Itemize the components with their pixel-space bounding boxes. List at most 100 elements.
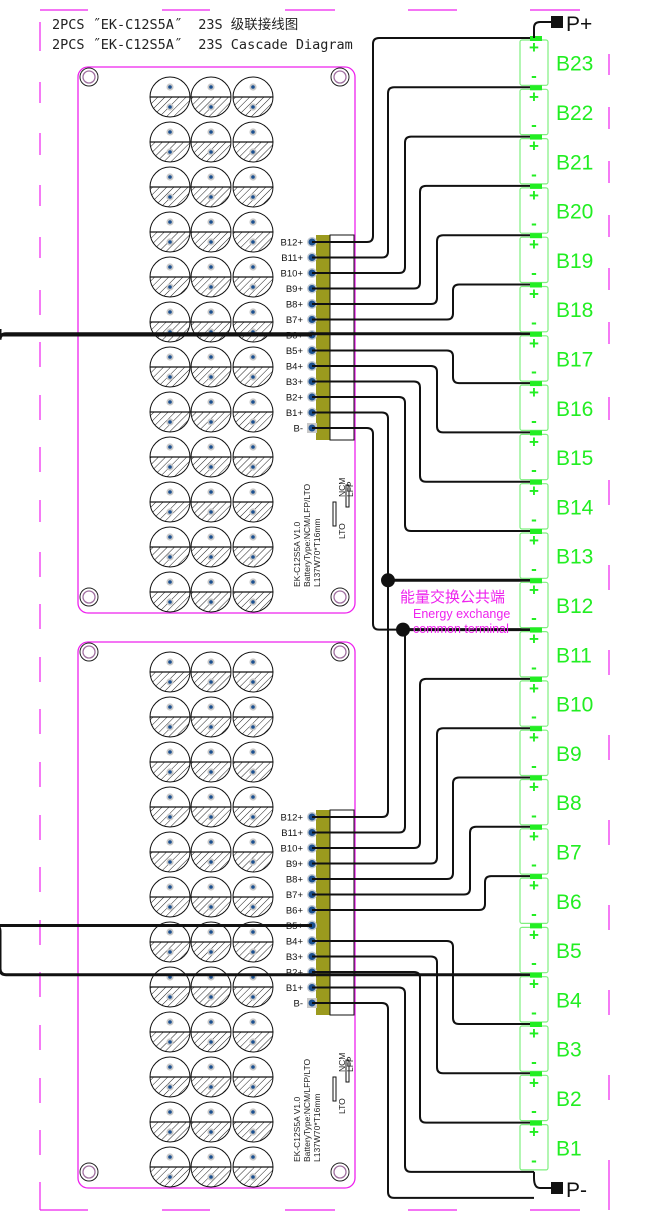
plus-sign: + <box>529 679 539 698</box>
minus-sign: - <box>531 904 537 923</box>
pin-label: B2+ <box>286 393 304 404</box>
cell-holder-icon <box>190 1146 232 1188</box>
pin-label: B12+ <box>281 238 304 249</box>
terminal-negative: P- <box>533 1171 587 1202</box>
wire <box>312 628 534 834</box>
cell-holder-icon <box>232 571 274 613</box>
minus-sign: - <box>531 1052 537 1071</box>
cell-holder-icon <box>190 741 232 783</box>
pin-label: B11+ <box>281 828 303 839</box>
pin-label: B8+ <box>286 875 304 886</box>
battery-cell-b13: +-B13 <box>519 529 593 579</box>
battery-cell-b7: +-B7 <box>519 824 582 875</box>
battery-label: B5 <box>556 940 582 963</box>
cell-holder-icon <box>149 696 191 738</box>
plus-sign: + <box>529 975 539 994</box>
cell-holder-icon <box>190 696 232 738</box>
diagram-title-cn: 2PCS ˝EK-C12S5A˝ 23S 级联接线图 <box>52 17 299 33</box>
mounting-hole-icon <box>330 587 350 607</box>
pin-label: B7+ <box>286 890 304 901</box>
cell-holder-icon <box>190 436 232 478</box>
battery-cell-b23: +-B23 <box>519 36 593 86</box>
svg-text:LTO: LTO <box>337 523 347 539</box>
battery-label: B10 <box>556 694 593 717</box>
connector-housing <box>329 234 355 441</box>
minus-sign: - <box>531 510 537 529</box>
battery-label: B9 <box>556 743 582 766</box>
cell-holder-icon <box>232 1146 274 1188</box>
battery-cell-b8: +-B8 <box>519 775 582 826</box>
battery-label: B18 <box>556 299 593 322</box>
battery-cell-b6: +-B6 <box>519 874 582 924</box>
cell-holder-icon <box>190 651 232 693</box>
cell-holder-icon <box>149 571 191 613</box>
cell-holder-icon <box>232 651 274 693</box>
cell-holder-icon <box>149 876 191 918</box>
svg-text:BatteryType:NCM/LFP/LTO: BatteryType:NCM/LFP/LTO <box>302 1058 312 1162</box>
mounting-hole-icon <box>79 1162 99 1182</box>
pin-label: B9+ <box>286 859 304 870</box>
cell-holder-icon <box>232 921 274 963</box>
plus-sign: + <box>529 235 539 254</box>
plus-sign: + <box>529 1024 539 1043</box>
minus-sign: - <box>531 1102 537 1121</box>
cell-holder-icon <box>149 76 191 118</box>
plus-sign: + <box>529 778 539 797</box>
battery-cell-b11: +-B11 <box>519 627 592 678</box>
plus-sign: + <box>529 531 539 550</box>
svg-text:NCM: NCM <box>337 478 347 497</box>
battery-cell-b10: +-B10 <box>519 676 593 727</box>
minus-sign: - <box>531 806 537 825</box>
plus-sign: + <box>529 334 539 353</box>
battery-stack: +-B23+-B22+-B21+-B20+-B19+-B18+-B17+-B16… <box>519 13 594 1202</box>
cell-holder-icon <box>149 346 191 388</box>
battery-label: B3 <box>556 1039 582 1062</box>
cell-holder-icon <box>149 831 191 873</box>
plus-sign: + <box>529 383 539 402</box>
connector-header <box>316 235 330 440</box>
cell-holder-icon <box>232 876 274 918</box>
pin-label: B3+ <box>286 377 304 388</box>
battery-label: B22 <box>556 102 593 125</box>
wire <box>0 924 534 977</box>
battery-label: B19 <box>556 250 593 273</box>
pin-label: B3+ <box>286 952 304 963</box>
pin-label: B10+ <box>281 844 304 855</box>
pin-label: B9+ <box>286 284 304 295</box>
cell-holder-icon <box>149 1146 191 1188</box>
upper-board: B12+B11+B10+B9+B8+B7+B6+B5+B4+B3+B2+B1+B… <box>77 66 356 614</box>
battery-label: B12 <box>556 595 593 618</box>
minus-sign: - <box>531 609 537 628</box>
plus-sign: + <box>529 186 539 205</box>
cell-holder-icon <box>190 121 232 163</box>
battery-cell-b2: +-B2 <box>519 1071 582 1122</box>
minus-sign: - <box>531 658 537 677</box>
battery-label: B23 <box>556 53 593 76</box>
battery-cell-b19: +-B19 <box>519 233 593 284</box>
cell-holder-icon <box>190 786 232 828</box>
battery-label: B17 <box>556 348 593 371</box>
wire <box>0 329 534 340</box>
battery-label: B7 <box>556 841 582 864</box>
minus-sign: - <box>531 66 537 85</box>
dashed-frame <box>39 9 610 1211</box>
cell-holder-icon <box>232 831 274 873</box>
plus-sign: + <box>529 482 539 501</box>
wire <box>312 396 534 532</box>
energy-exchange-annotation: 能量交换公共端 Energy exchange common terminal <box>400 588 510 636</box>
cell-holder-icon <box>232 741 274 783</box>
cell-holder-icon <box>190 571 232 613</box>
cell-holder-icon <box>149 651 191 693</box>
wire <box>312 955 534 1075</box>
cell-holder-icon <box>232 1011 274 1053</box>
cell-holder-icon <box>232 696 274 738</box>
minus-sign: - <box>531 1003 537 1022</box>
terminal-square-icon <box>551 16 563 28</box>
pin-label: B6+ <box>286 906 304 917</box>
mounting-hole-icon <box>79 642 99 662</box>
cell-holder-icon <box>190 1101 232 1143</box>
wire <box>312 349 534 385</box>
cell-holder-icon <box>190 966 232 1008</box>
